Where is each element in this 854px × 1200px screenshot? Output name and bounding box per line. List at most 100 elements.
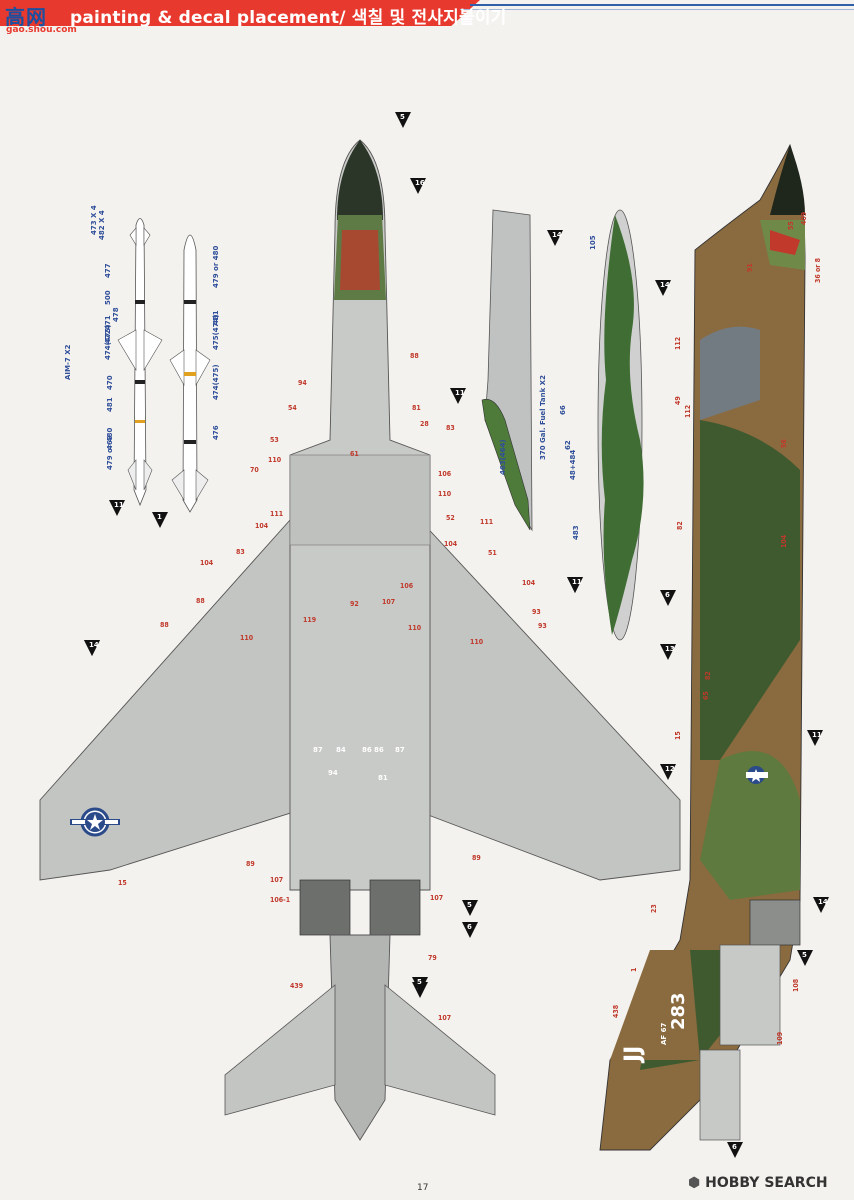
side-callout: 15 [674,731,682,740]
plan-callout: 107 [438,1014,451,1022]
side-callout: 112 [684,405,692,418]
plan-callout: 110 [438,490,452,498]
plan-callout: 111 [270,510,283,518]
arrow-callout: 12 [665,765,675,773]
page-number: 17 [417,1183,429,1193]
arrow-marker-icon [655,280,671,296]
arrow-marker-icon [567,577,583,593]
plan-callout: 89 [246,860,255,868]
plan-callout: 54 [288,404,297,412]
arrow-callout: 5 [417,978,422,986]
plan-callout: 104 [522,579,536,587]
plan-callout: 439 [290,982,303,990]
plan-callout: 107 [430,894,443,902]
arrow-callout: 14 [552,231,562,239]
arrow-callout: 14 [660,281,670,289]
arrow-marker-icon [797,950,813,966]
plan-callout: 83 [446,424,455,432]
tank-callout: 66 [559,405,567,415]
side-callout: 409 [800,212,808,225]
watermark-text: HOBBY SEARCH [705,1175,828,1191]
missile-callout: 474(475) [212,364,220,400]
plan-callout: 28 [420,420,429,428]
missile-callout: 470 [106,375,114,390]
plan-callout: 104 [255,522,269,530]
aircraft-plan-view [39,139,681,1141]
side-callout: 109 [776,1032,784,1045]
tail-af-year: AF 67 [660,1022,668,1045]
arrow-callout: 13 [665,645,675,653]
plan-callout: 87 [395,746,405,754]
arrow-callout: 11 [114,501,124,509]
plan-callout: 107 [270,876,283,884]
side-callout: 108 [792,979,800,992]
tank-callout: 48+484 [569,450,577,480]
plan-callout: 88 [160,621,169,629]
missile-callout: 479 or 480 [212,246,220,288]
side-callout: 1 [630,968,638,972]
logo-text: 高网 [5,5,47,29]
plan-callout: 86 [362,746,372,754]
side-callout: 112 [674,337,682,350]
plan-callout: 107 [382,598,395,606]
plan-callout: 89 [472,854,481,862]
arrow-marker-icon [395,112,411,128]
missile-callout: 500 [104,290,112,305]
side-callout: 36 or 8 [814,258,822,283]
arrow-marker-icon [660,590,676,606]
plan-callout: 110 [470,638,484,646]
header-red-banner [0,0,480,26]
missile-callout: 475(474) [212,314,220,350]
aircraft-side-view [599,143,806,1151]
arrow-marker-icon [410,178,426,194]
plan-callout: 53 [270,436,279,444]
missile-callout: 478 [112,307,120,322]
tank-callout: 463(464) [499,439,507,475]
arrow-marker-icon [813,897,829,913]
site-logo: 高网 gao.shou.com [3,1,77,37]
tank-callout: 483 [572,525,580,540]
tank-label: 370 Gal. Fuel Tank X2 [539,375,547,460]
missile-callout: 479 or 480 [106,428,114,470]
plan-callout: 81 [412,404,421,412]
side-callout: 104 [780,534,788,548]
plan-callout: 106 [400,582,414,590]
tail-code: JJ [621,1046,646,1064]
side-callout: 49 [674,396,682,405]
arrow-callout: 6 [467,923,472,931]
arrow-marker-icon [109,500,125,516]
arrow-callout: 1 [157,513,162,521]
plan-callout: 104 [444,540,458,548]
tail-serial: 283 [668,992,689,1030]
arrow-marker-icon [807,730,823,746]
logo-url: gao.shou.com [6,25,77,35]
missile-callout: 476 [212,425,220,440]
arrow-marker-icon [450,388,466,404]
plan-callout: 106-1 [270,896,290,904]
missile-callout: 477 [104,263,112,278]
plan-callout: 87 [313,746,323,754]
plan-callout: 111 [480,518,493,526]
watermark: ⬢ HOBBY SEARCH [688,1175,828,1191]
arrow-callout: 6 [732,1143,737,1151]
plan-callout: 94 [328,769,338,777]
plan-callout: 86 [374,746,384,754]
arrow-marker-icon [660,764,676,780]
plan-callout: 106 [438,470,452,478]
tank-callout: 62 [564,440,572,450]
plan-callout: 110 [408,624,422,632]
arrow-marker-icon [412,977,428,993]
arrow-callout: 6 [665,591,670,599]
aim7-missile-right [169,234,211,513]
side-callout: 438 [612,1005,620,1018]
side-callout: 82 [704,671,712,680]
plan-callout: 84 [336,746,346,754]
arrow-callout: 5 [400,113,405,121]
plan-callout: 104 [200,559,214,567]
side-callout: 23 [650,904,658,913]
arrow-marker-icon [547,230,563,246]
